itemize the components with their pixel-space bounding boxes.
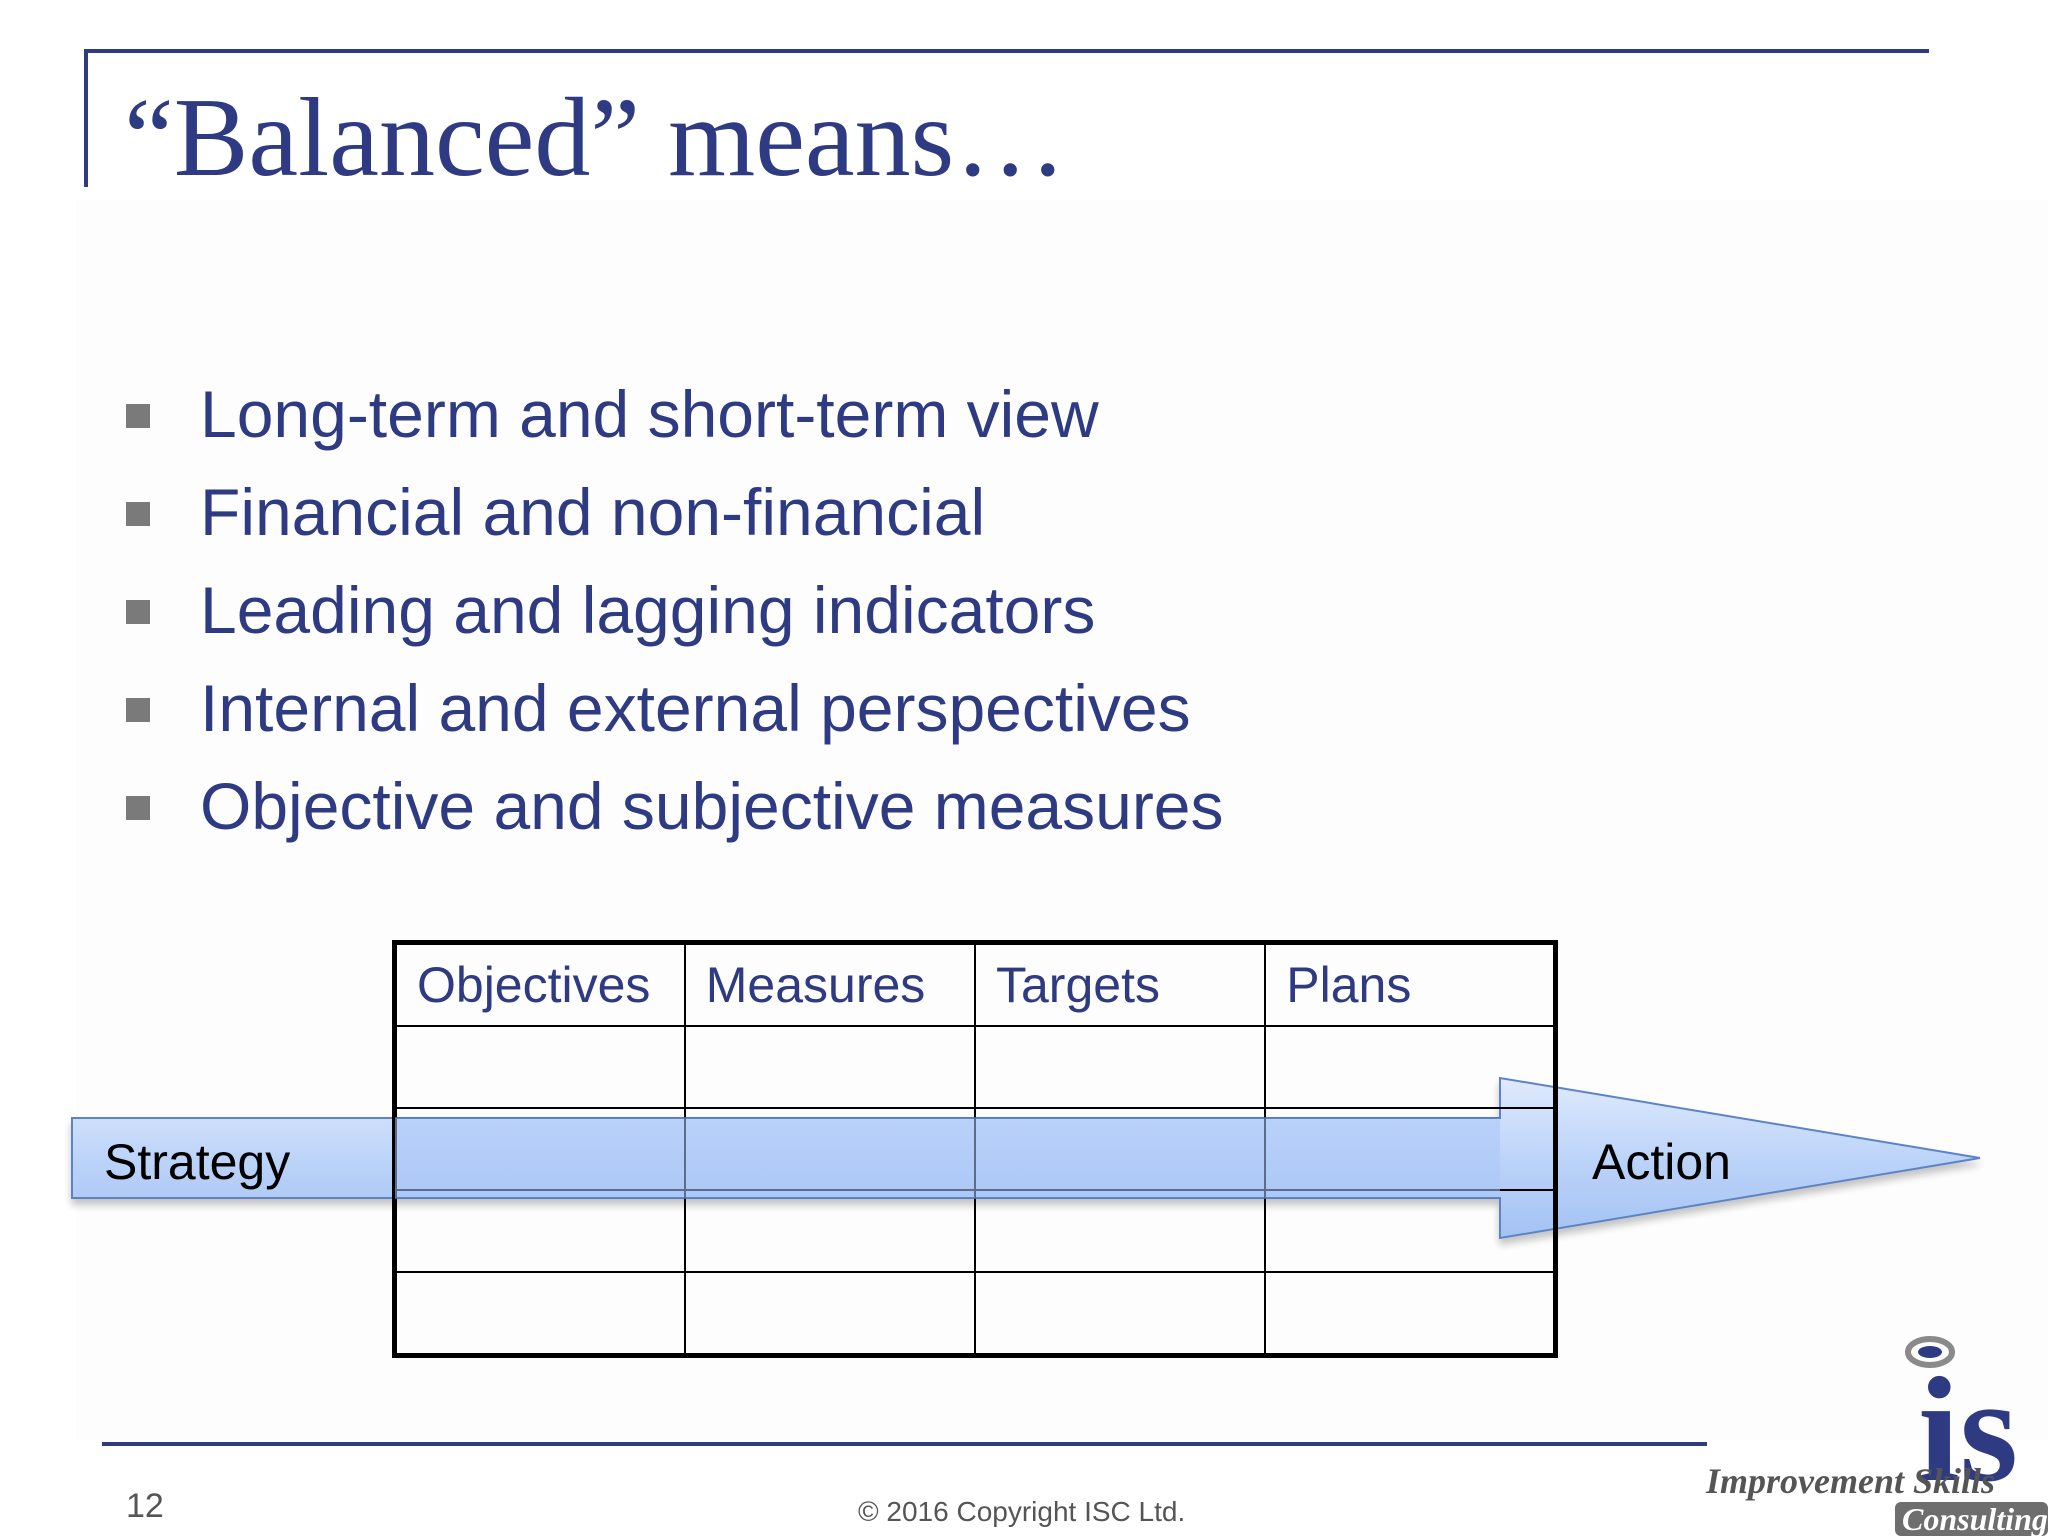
square-bullet-icon	[126, 796, 150, 820]
table-cell	[683, 1271, 977, 1357]
footer-rule	[102, 1442, 1707, 1446]
title-frame-left-rule	[84, 49, 88, 187]
bullet-text: Leading and lagging indicators	[200, 573, 1096, 647]
square-bullet-icon	[126, 600, 150, 624]
bullet-text: Internal and external perspectives	[200, 671, 1191, 745]
strategy-label: Strategy	[104, 1134, 291, 1190]
table-cell	[393, 1271, 686, 1357]
table-cell	[1264, 1189, 1557, 1273]
table-cell	[973, 1107, 1267, 1191]
isc-logo: is Improvement Skills Consulting	[1705, 1336, 2048, 1536]
table-row	[393, 1271, 1557, 1357]
table-cell	[393, 1189, 686, 1273]
table-cell	[1264, 1025, 1557, 1109]
header-measures: Measures	[683, 941, 977, 1027]
table-cell	[683, 1189, 977, 1273]
header-plans: Plans	[1264, 941, 1557, 1027]
action-label: Action	[1592, 1134, 1731, 1190]
square-bullet-icon	[126, 404, 150, 428]
table-cell	[1264, 1107, 1557, 1191]
bullet-text: Objective and subjective measures	[200, 769, 1224, 843]
square-bullet-icon	[126, 698, 150, 722]
square-bullet-icon	[126, 502, 150, 526]
table-cell	[683, 1025, 977, 1109]
logo-line2: Consulting	[1902, 1501, 2048, 1536]
table-cell	[973, 1025, 1267, 1109]
svg-text:is: is	[1918, 1347, 2018, 1513]
title-frame-top-rule	[84, 49, 1929, 53]
slide-number: 12	[126, 1487, 164, 1525]
bullet-text: Long-term and short-term view	[200, 377, 1099, 451]
table-cell	[393, 1025, 686, 1109]
header-objectives: Objectives	[393, 941, 686, 1027]
table-row	[393, 1107, 1557, 1191]
table-row	[393, 1189, 1557, 1273]
table-cell	[683, 1107, 977, 1191]
copyright-notice: © 2016 Copyright ISC Ltd.	[858, 1496, 1186, 1527]
table-header-row: Objectives Measures Targets Plans	[393, 941, 1557, 1027]
table-row	[393, 1025, 1557, 1109]
scorecard-table: Objectives Measures Targets Plans	[392, 940, 1558, 1358]
table-cell	[973, 1189, 1267, 1273]
bullet-text: Financial and non-financial	[200, 475, 986, 549]
table-cell	[393, 1107, 686, 1191]
slide-title: “Balanced” means…	[124, 76, 1067, 200]
header-targets: Targets	[973, 941, 1267, 1027]
logo-line1: Improvement Skills	[1705, 1461, 1995, 1501]
table-cell	[973, 1271, 1267, 1357]
table-cell	[1264, 1271, 1557, 1357]
